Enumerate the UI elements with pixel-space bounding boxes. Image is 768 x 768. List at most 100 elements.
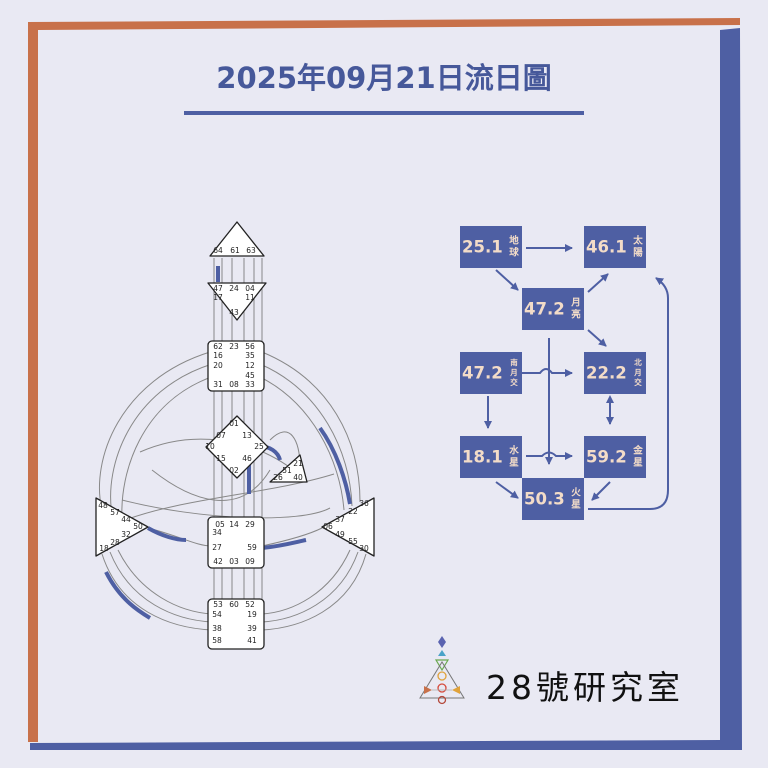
center-throat: 62 23 56 16 35 20 12 45 31 08 33	[207, 340, 265, 392]
planet-value: 50.3	[524, 490, 565, 509]
planet-value: 22.2	[586, 364, 627, 383]
center-root: 53 60 52 54 19 38 39 58 41	[207, 598, 265, 650]
planet-value: 59.2	[586, 448, 627, 467]
gate-label: 55	[348, 537, 358, 546]
gate-label: 02	[229, 466, 239, 475]
center-sacral: 05 14 29 34 27 59 42 03 09	[207, 516, 265, 569]
planet-label: 交	[634, 377, 642, 387]
planet-mercury: 18.1 水星	[460, 436, 522, 478]
gate-label: 41	[247, 636, 257, 645]
planet-box	[584, 226, 646, 268]
gate-label: 59	[247, 543, 257, 552]
gate-label: 46	[242, 454, 252, 463]
gate-label: 39	[247, 624, 257, 633]
planet-label: 水	[509, 445, 519, 457]
gate-label: 28	[110, 538, 120, 547]
gate-label: 14	[229, 520, 239, 529]
gate-label: 61	[230, 246, 240, 255]
planet-label: 地	[509, 235, 519, 247]
gate-label: 15	[216, 454, 226, 463]
planet-mars: 50.3 火星	[522, 478, 584, 520]
planet-box	[584, 436, 646, 478]
gate-label: 30	[359, 544, 369, 553]
active-gate-22	[318, 426, 352, 505]
gate-label: 04	[245, 284, 255, 293]
planet-value: 18.1	[462, 448, 503, 467]
gate-label: 07	[216, 431, 226, 440]
planet-northnode: 22.2 北月交	[584, 352, 646, 394]
logo-mark	[419, 636, 465, 705]
gate-label: 08	[229, 380, 239, 389]
gate-label: 26	[273, 473, 283, 482]
gate-label: 34	[212, 528, 222, 537]
planet-label: 金	[632, 445, 643, 457]
gate-label: 63	[246, 246, 256, 255]
planet-value: 46.1	[586, 238, 627, 257]
gate-label: 47	[213, 284, 223, 293]
gate-label: 16	[213, 351, 223, 360]
title-underline	[184, 111, 584, 115]
page-title: 2025年09月21日流日圖	[216, 61, 551, 95]
gate-label: 49	[335, 530, 345, 539]
gate-label: 36	[359, 499, 369, 508]
planet-label: 陽	[633, 247, 643, 259]
active-gate-59	[261, 538, 307, 550]
center-spleen: 48 57 44 50 32 28 18	[95, 497, 149, 557]
gate-label: 52	[245, 600, 255, 609]
planet-label: 火	[571, 488, 581, 499]
gate-label: 03	[229, 557, 239, 566]
center-ajna: 47 24 04 17 11 43	[207, 282, 267, 321]
gate-label: 60	[229, 600, 239, 609]
planet-value: 25.1	[462, 238, 503, 257]
planet-label: 月	[633, 368, 642, 377]
gate-label: 25	[254, 442, 264, 451]
flow-arrows	[484, 244, 669, 510]
brand-logo: 28號研究室	[419, 636, 680, 707]
planet-label: 星	[571, 500, 581, 511]
gate-label: 35	[245, 351, 255, 360]
gate-label: 37	[335, 515, 345, 524]
channel-lines	[99, 258, 367, 631]
planet-label: 球	[509, 247, 519, 259]
center-head: 64 61 63	[209, 221, 265, 257]
planet-box	[584, 352, 646, 394]
gate-label: 51	[282, 466, 292, 475]
planet-value: 47.2	[462, 364, 503, 383]
planet-box	[522, 288, 584, 330]
gate-label: 29	[245, 520, 255, 529]
planet-label: 月	[570, 298, 581, 309]
gate-label: 38	[212, 624, 222, 633]
gate-label: 62	[213, 342, 223, 351]
center-ego: 21 51 26 40	[269, 454, 308, 483]
planet-label: 星	[509, 458, 519, 469]
gate-label: 54	[212, 610, 222, 619]
gate-label: 09	[245, 557, 255, 566]
gate-label: 22	[348, 507, 358, 516]
gate-label: 31	[213, 380, 223, 389]
gate-label: 20	[213, 361, 223, 370]
planet-label: 北	[634, 357, 642, 367]
gate-label: 53	[213, 600, 223, 609]
gate-label: 10	[205, 442, 215, 451]
gate-label: 56	[245, 342, 255, 351]
gate-label: 12	[245, 361, 255, 370]
gate-label: 27	[212, 543, 222, 552]
gate-label: 48	[98, 501, 108, 510]
planet-label: 亮	[571, 309, 581, 321]
gate-label: 45	[245, 371, 255, 380]
gate-label: 50	[133, 522, 143, 531]
planet-label: 交	[510, 377, 518, 387]
gate-label: 23	[229, 342, 239, 351]
gate-label: 32	[121, 530, 131, 539]
planet-earth: 25.1 地球	[460, 226, 522, 268]
gate-label: 17	[213, 293, 223, 302]
planet-box	[460, 226, 522, 268]
